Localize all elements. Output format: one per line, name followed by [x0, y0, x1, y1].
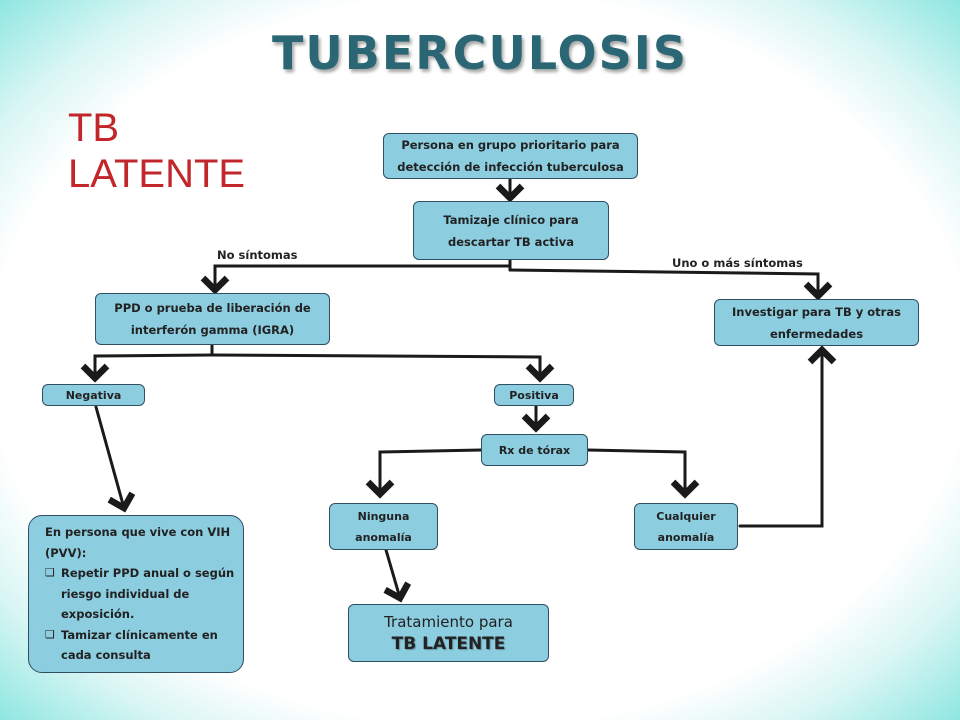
pvv-item-text: Repetir PPD anual o según riesgo individ…	[61, 566, 235, 621]
box-negativa: Negativa	[42, 384, 145, 406]
treatment-line2: TB LATENTE	[391, 634, 506, 654]
page-title: TUBERCULOSIS	[272, 26, 688, 80]
label-sintomas: Uno o más síntomas	[672, 256, 803, 270]
pvv-list-item: ❑ Repetir PPD anual o según riesgo indiv…	[45, 563, 237, 625]
section-subtitle: TB LATENTE	[68, 106, 246, 196]
arrow-cualquier-investigar	[738, 345, 837, 528]
pvv-intro: En persona que vive con VIH (PVV):	[45, 525, 231, 560]
arrow-positiva	[210, 353, 555, 383]
checkbox-bullet-icon: ❑	[45, 566, 55, 579]
box-rx: Rx de tórax	[481, 434, 588, 466]
box-positiva: Positiva	[494, 384, 574, 406]
label-no-sintomas: No síntomas	[217, 248, 298, 262]
pvv-item-text: Tamizar clínicamente en cada consulta	[61, 627, 218, 663]
arrow-sintomas	[508, 268, 833, 301]
treatment-line1: Tratamiento para	[384, 613, 513, 631]
pvv-list-item: ❑ Tamizar clínicamente en cada consulta	[45, 625, 237, 666]
arrow-negativa	[80, 353, 214, 383]
checkbox-bullet-icon: ❑	[45, 627, 55, 641]
box-persona: Persona en grupo prioritario para detecc…	[383, 133, 638, 179]
box-pvv: En persona que vive con VIH (PVV): ❑ Rep…	[28, 515, 244, 673]
box-investigar: Investigar para TB y otras enfermedades	[714, 299, 919, 346]
arrow-rx-cualquier	[586, 448, 700, 499]
box-ninguna: Ninguna anomalía	[329, 503, 438, 550]
box-treatment: Tratamiento para TB LATENTE	[348, 604, 549, 662]
box-ppd: PPD o prueba de liberación de interferón…	[95, 293, 330, 345]
box-cualquier: Cualquier anomalía	[634, 503, 738, 550]
box-tamizaje: Tamizaje clínico para descartar TB activ…	[413, 201, 609, 260]
arrow-rx-ninguna	[365, 448, 483, 499]
arrow-negativa-pvv	[94, 405, 136, 513]
arrow-ninguna-treatment	[383, 548, 412, 603]
arrow-no-sintomas	[200, 264, 512, 295]
